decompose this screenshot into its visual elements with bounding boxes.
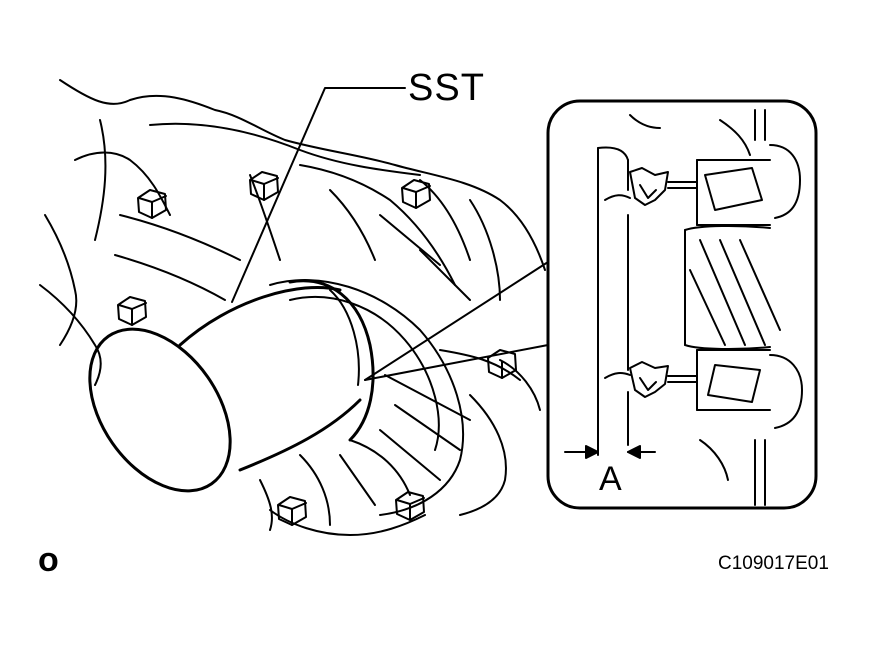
bolt-upper-right <box>401 179 431 209</box>
bolt-left <box>117 296 147 326</box>
dimension-a-label: A <box>599 460 622 498</box>
callout-line-top <box>364 261 549 381</box>
bolt-right <box>487 349 517 379</box>
bolt-upper-middle <box>249 171 279 201</box>
callout-line-bottom <box>364 344 549 381</box>
corner-mark-label: o <box>38 541 59 579</box>
detail-inset <box>546 99 818 510</box>
bolt-lower-right <box>395 491 425 521</box>
sst-leader-line <box>231 87 406 303</box>
sst-label: SST <box>408 67 485 109</box>
figure-code-label: C109017E01 <box>718 553 829 574</box>
carrier-housing <box>39 79 546 536</box>
bolt-lower-middle <box>277 496 307 526</box>
sst-tool <box>88 279 375 493</box>
bolt-upper-left <box>137 189 167 219</box>
